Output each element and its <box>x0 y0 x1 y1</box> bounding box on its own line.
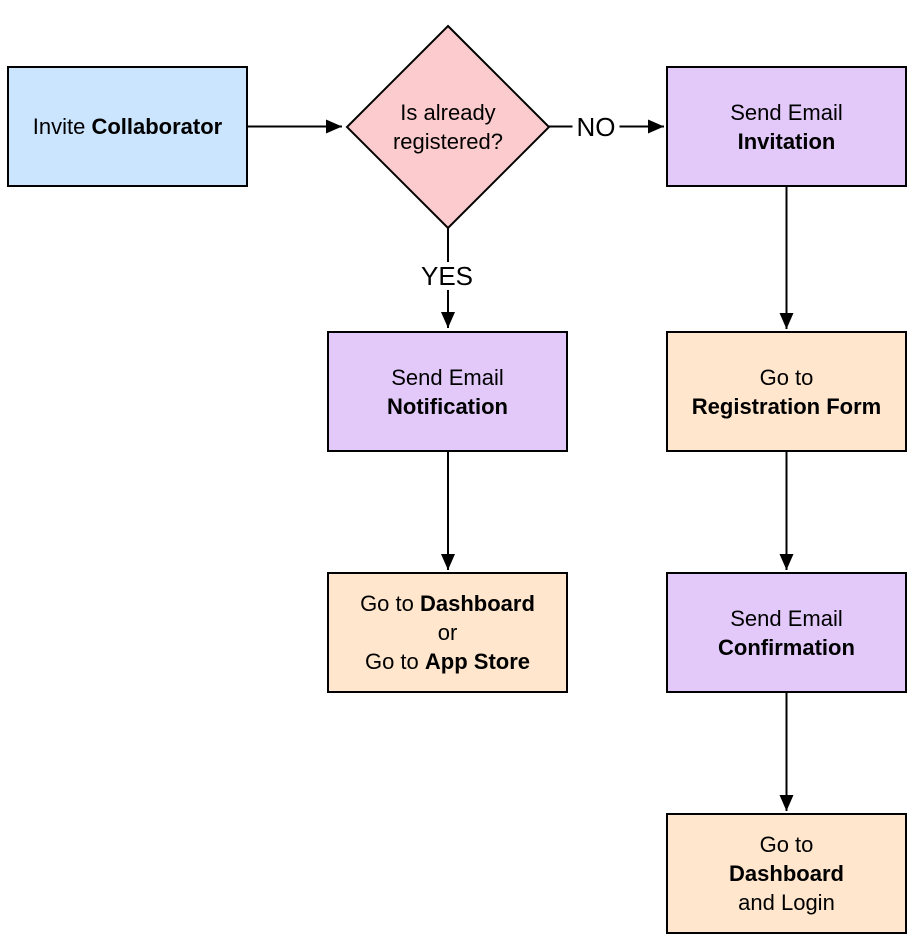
node-registration-form: Go to Registration Form <box>666 331 907 452</box>
label-line-1: Go to <box>759 832 814 857</box>
node-invite-collaborator: Invite Collaborator <box>7 66 248 187</box>
node-decision-is-registered: Is already registered? <box>347 26 549 228</box>
label-text-bold: Dashboard <box>420 591 535 616</box>
node-label: Go to Dashboard or Go to App Store <box>360 589 535 676</box>
label-text-bold: App Store <box>424 649 531 674</box>
label-line-2-bold: Registration Form <box>691 393 882 419</box>
node-label: Invite Collaborator <box>33 112 223 141</box>
label-line-1: Send Email <box>391 364 504 390</box>
label-line-1: Is already <box>400 100 496 125</box>
label-text: Go to <box>360 591 414 616</box>
label-line-3: and Login <box>738 890 835 915</box>
label-line-2-bold: Dashboard <box>729 861 844 886</box>
node-send-email-notification: Send Email Notification <box>327 331 568 452</box>
label-line-1: Send Email <box>730 605 843 631</box>
node-label: Go to Dashboard and Login <box>729 830 844 917</box>
label-line-2: or <box>437 620 458 645</box>
node-label: Send Email Confirmation <box>718 604 855 662</box>
edge-label-no: NO <box>572 113 620 141</box>
label-line-2-bold: Notification <box>387 393 508 419</box>
node-label: Send Email Invitation <box>730 98 843 156</box>
label-line-2: registered? <box>392 129 504 154</box>
label-text: Go to <box>364 649 419 674</box>
label-line-2-bold: Confirmation <box>718 634 855 660</box>
label-line-2-bold: Invitation <box>737 128 836 154</box>
label-line-3: Go to App Store <box>360 647 535 676</box>
edge-label-yes: YES <box>416 262 478 290</box>
node-send-email-invitation: Send Email Invitation <box>666 66 907 187</box>
node-dashboard-or-appstore: Go to Dashboard or Go to App Store <box>327 572 568 693</box>
label-text: Invite <box>32 114 86 139</box>
label-line-1: Go to <box>759 364 814 390</box>
node-label: Send Email Notification <box>387 363 508 421</box>
node-label: Go to Registration Form <box>692 363 881 421</box>
label-line-1: Go to Dashboard <box>360 589 535 618</box>
label-text-bold: Collaborator <box>91 114 223 139</box>
node-dashboard-and-login: Go to Dashboard and Login <box>666 813 907 934</box>
label-line-1: Send Email <box>730 99 843 125</box>
node-send-email-confirmation: Send Email Confirmation <box>666 572 907 693</box>
node-label: Is already registered? <box>393 98 503 156</box>
